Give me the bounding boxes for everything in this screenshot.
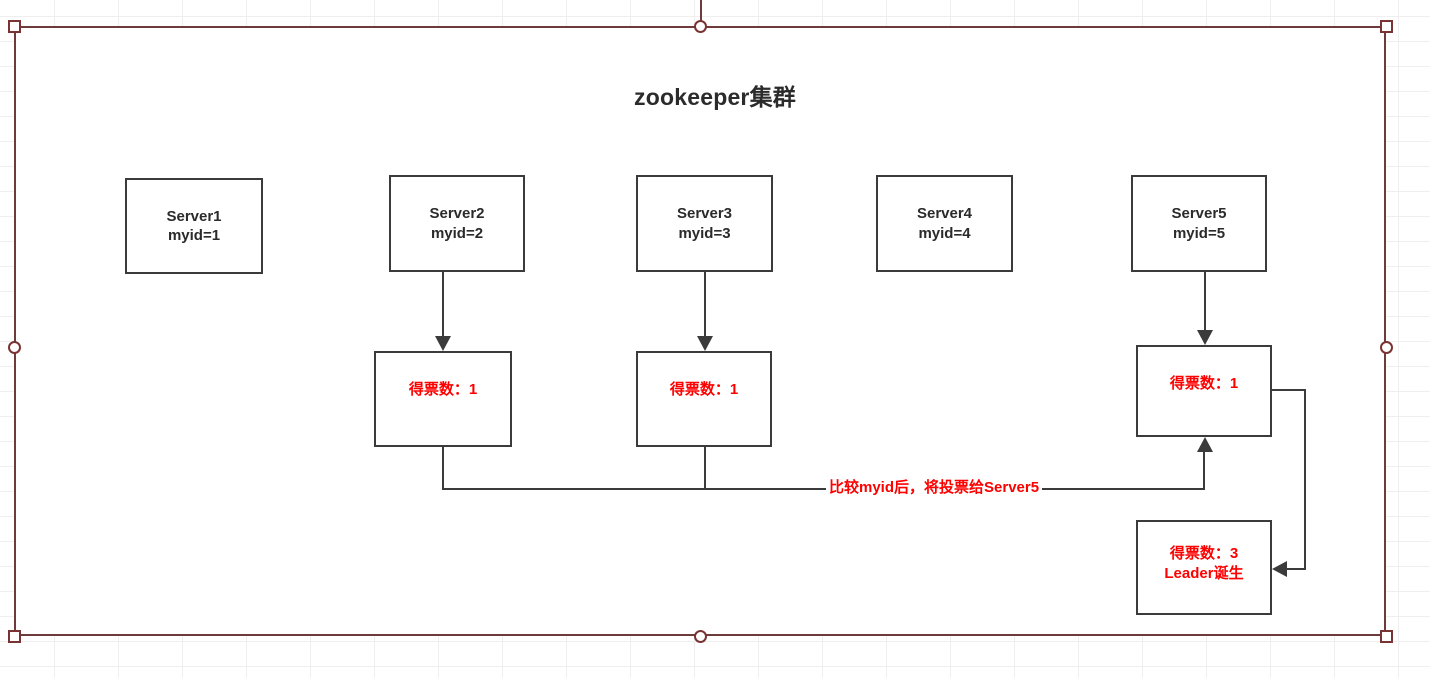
diagram-title: zookeeper集群 (634, 84, 796, 110)
server-box-3[interactable]: Server3 myid=3 (636, 175, 773, 272)
server-myid-4: myid=4 (918, 224, 971, 242)
connector-vote-bus (442, 488, 1205, 490)
server-myid-5: myid=5 (1172, 224, 1226, 242)
vote-box-server5[interactable]: 得票数：1 (1136, 345, 1272, 437)
server-box-2[interactable]: Server2 myid=2 (389, 175, 525, 272)
server-name-4: Server4 (916, 205, 973, 222)
arrow-left-icon-into-leader (1272, 561, 1287, 577)
arrow-down-icon-server5 (1197, 330, 1213, 345)
server-box-4[interactable]: Server4 myid=4 (876, 175, 1013, 272)
server-box-1[interactable]: Server1 myid=1 (125, 178, 263, 274)
connector-vote-bus-riser (1203, 452, 1205, 489)
leader-vote-count: 得票数：3 (1169, 545, 1239, 562)
resize-handle-top-right[interactable] (1380, 20, 1393, 33)
server-name-3: Server3 (676, 205, 733, 222)
resize-handle-top-left[interactable] (8, 20, 21, 33)
connector-vote5-loop-side (1304, 389, 1306, 569)
server-name-2: Server2 (429, 205, 485, 222)
resize-handle-middle-right[interactable] (1380, 341, 1393, 354)
server-myid-1: myid=1 (167, 227, 221, 244)
arrow-up-icon-into-vote5 (1197, 437, 1213, 452)
resize-handle-bottom-center[interactable] (694, 630, 707, 643)
arrow-down-icon-server2 (435, 336, 451, 351)
leader-box-text: 得票数：3 Leader诞生 (1164, 544, 1243, 583)
server-box-5[interactable]: Server5 myid=5 (1131, 175, 1267, 272)
server-myid-3: myid=3 (678, 224, 731, 242)
server-name-1: Server1 (166, 207, 222, 225)
arrow-down-icon-server3 (697, 336, 713, 351)
resize-handle-bottom-left[interactable] (8, 630, 21, 643)
server-name-5: Server5 (1171, 205, 1227, 222)
resize-handle-top-center[interactable] (694, 20, 707, 33)
leader-status: Leader诞生 (1164, 564, 1244, 582)
vote-count-server5: 得票数：1 (1169, 375, 1239, 392)
connector-vote5-loop-top (1272, 389, 1306, 391)
resize-handle-middle-left[interactable] (8, 341, 21, 354)
leader-box[interactable]: 得票数：3 Leader诞生 (1136, 520, 1272, 615)
connector-vote5-loop-bottom (1287, 568, 1306, 570)
vote-box-server2[interactable]: 得票数：1 (374, 351, 512, 447)
connector-vote3-drop (704, 447, 706, 489)
connector-server3-to-vote (704, 272, 706, 336)
connector-vote2-drop (442, 447, 444, 489)
connector-server2-to-vote (442, 272, 444, 336)
resize-handle-bottom-right[interactable] (1380, 630, 1393, 643)
edge-label-vote-to-server5: 比较myid后，将投票给Server5 (826, 478, 1043, 498)
rotate-stub (700, 0, 702, 22)
server-myid-2: myid=2 (430, 224, 484, 242)
vote-count-server3: 得票数：1 (669, 381, 739, 398)
vote-count-server2: 得票数：1 (408, 381, 478, 398)
connector-server5-to-vote (1204, 272, 1206, 330)
vote-box-server3[interactable]: 得票数：1 (636, 351, 772, 447)
